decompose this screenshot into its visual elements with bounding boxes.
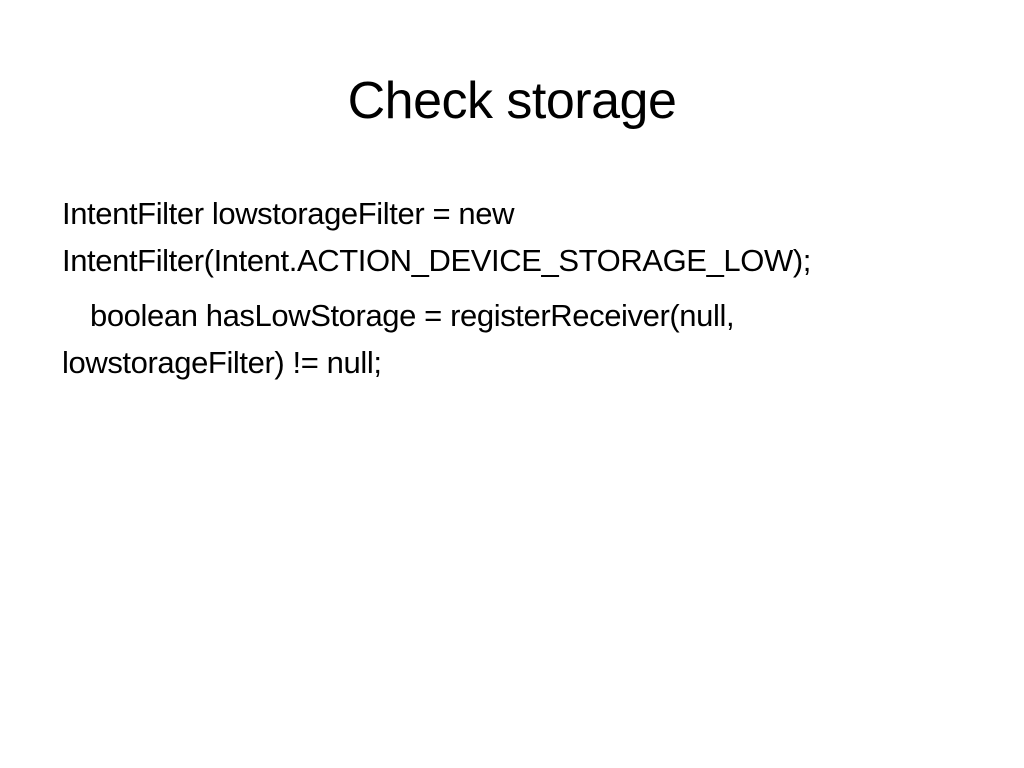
slide-title: Check storage xyxy=(347,72,677,130)
slide-body: IntentFilter lowstorageFilter = new Inte… xyxy=(62,190,962,394)
code-line: IntentFilter(Intent.ACTION_DEVICE_STORAG… xyxy=(62,243,811,278)
paragraph-intent-filter: IntentFilter lowstorageFilter = new Inte… xyxy=(62,190,962,284)
code-line: boolean hasLowStorage = registerReceiver… xyxy=(90,298,735,333)
paragraph-has-low-storage: boolean hasLowStorage = registerReceiver… xyxy=(62,292,962,386)
code-line: lowstorageFilter) != null; xyxy=(62,345,382,380)
code-line: IntentFilter lowstorageFilter = new xyxy=(62,196,515,231)
